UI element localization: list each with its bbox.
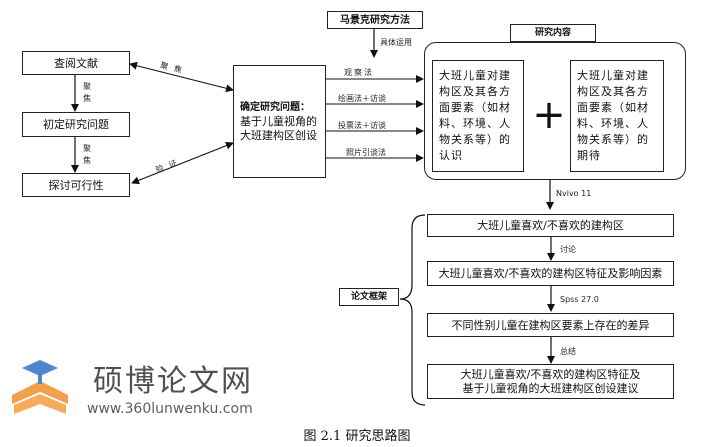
method-photo: 照片引谈法 xyxy=(346,148,386,157)
framework-step-4: 大班儿童喜欢/不喜欢的建构区特征及 基于儿童视角的大班建构区创设建议 xyxy=(427,364,674,399)
arrow2-label-b: 焦 xyxy=(83,156,91,165)
content-title-box: 研究内容 xyxy=(510,24,596,42)
method-box: 马景克研究方法 xyxy=(327,11,423,29)
framework-label-box: 论文框架 xyxy=(339,288,399,306)
watermark-url: www.360lunwenku.com xyxy=(87,401,253,417)
framework-step-4-line2: 基于儿童视角的大班建构区创设建议 xyxy=(462,381,639,395)
research-question-box: 确定研究问题： 基于儿童视角的大班建构区创设 xyxy=(233,65,326,178)
framework-step-2: 大班儿童喜欢/不喜欢的建构区特征及影响因素 xyxy=(427,261,674,286)
arrow1-label-b: 焦 xyxy=(83,94,91,103)
method-voting: 投票法＋访谈 xyxy=(338,121,386,130)
question-body: 基于儿童视角的大班建构区创设 xyxy=(240,114,317,142)
feasibility-box: 探讨可行性 xyxy=(22,173,130,197)
question-title: 确定研究问题： xyxy=(240,101,310,113)
arrow1-label-a: 聚 xyxy=(83,82,91,91)
method-sub-label: 具体运用 xyxy=(380,38,412,47)
method-observation: 观察法 xyxy=(344,68,374,77)
content-expectation-box: 大班儿童对建构区及其各方面要素（如材料、环境、人物关系等）的期待 xyxy=(570,60,664,172)
arrow2-label-a: 聚 xyxy=(83,144,91,153)
framework-brace xyxy=(399,214,426,406)
arrow-label-summary: 总结 xyxy=(560,347,576,356)
plus-sign: + xyxy=(532,92,566,138)
content-region xyxy=(424,42,686,180)
lit-review-box: 查阅文献 xyxy=(22,51,130,75)
arrow-feasible-question xyxy=(131,141,234,185)
arrow-label-discuss: 讨论 xyxy=(560,245,576,254)
arrow-label-spss: Spss 27.0 xyxy=(560,295,599,304)
arrow-lit-question xyxy=(129,61,234,93)
content-recognition-box: 大班儿童对建构区及其各方面要素（如材料、环境、人物关系等）的认识 xyxy=(432,60,524,172)
framework-step-1: 大班儿童喜欢/不喜欢的建构区 xyxy=(427,214,674,237)
figure-caption: 图 2.1 研究思路图 xyxy=(303,429,411,444)
initial-question-box: 初定研究问题 xyxy=(22,112,130,137)
framework-step-3: 不同性别儿童在建构区要素上存在的差异 xyxy=(427,313,674,337)
framework-step-4-line1: 大班儿童喜欢/不喜欢的建构区特征及 xyxy=(460,367,641,381)
watermark-name: 硕博论文网 xyxy=(93,364,253,399)
nvivo-label: Nvivo 11 xyxy=(556,189,592,198)
method-drawing: 绘画法＋访谈 xyxy=(338,94,386,103)
watermark-logo-icon xyxy=(12,360,68,414)
